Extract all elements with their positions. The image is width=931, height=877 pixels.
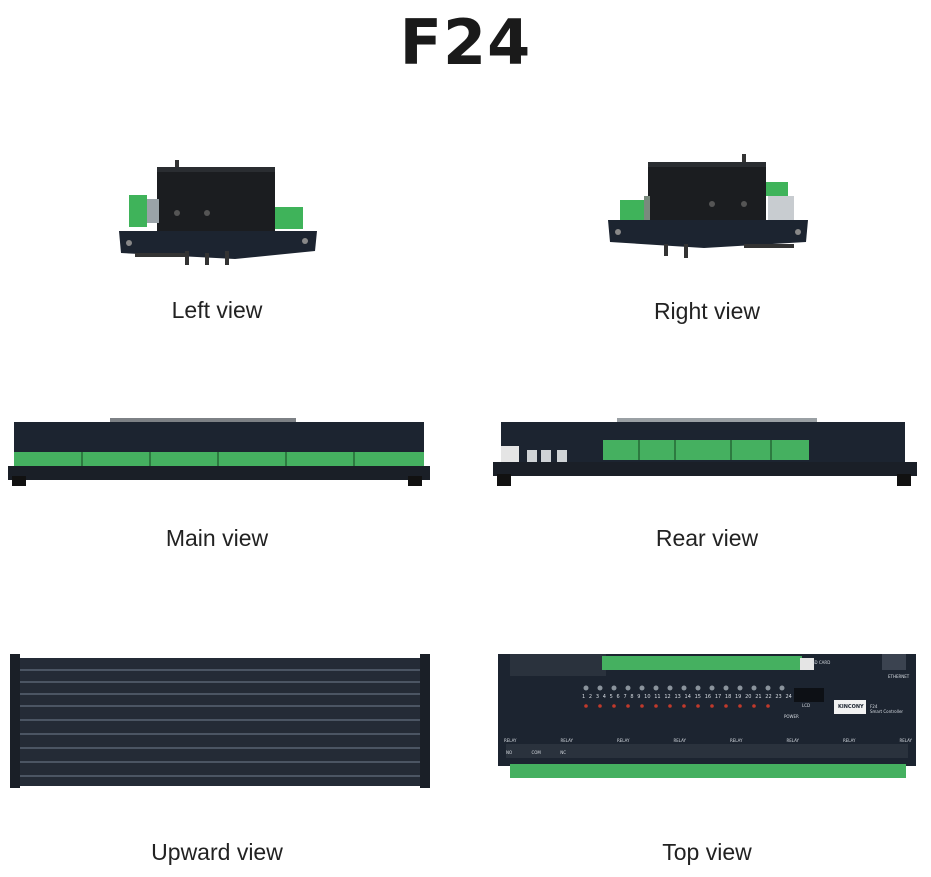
- relay-label-row: RELAY RELAY RELAY RELAY RELAY RELAY RELA…: [504, 738, 912, 743]
- power-label: POWER: [784, 714, 799, 719]
- relay-label: RELAY: [730, 738, 743, 743]
- channel-number: 2: [588, 694, 593, 700]
- channel-number: 14: [684, 694, 691, 700]
- channel-number: 21: [755, 694, 762, 700]
- channel-number: 5: [609, 694, 613, 700]
- top-view-caption: Top view: [662, 839, 752, 865]
- contact-label: COM: [531, 750, 541, 755]
- channel-number: 7: [623, 694, 627, 700]
- channel-number: 8: [630, 694, 634, 700]
- channel-number: 23: [775, 694, 782, 700]
- main-view-caption: Main view: [165, 525, 269, 551]
- model-label: F24: [870, 704, 878, 709]
- relay-label: RELAY: [786, 738, 800, 743]
- page-title: F24: [399, 6, 532, 79]
- channel-number: 11: [654, 694, 661, 700]
- relay-label: RELAY: [504, 738, 517, 743]
- channel-number: 15: [694, 694, 701, 700]
- left-view-photo: [115, 155, 320, 270]
- contact-label: NO: [506, 750, 513, 755]
- right-view-caption: Right view: [653, 298, 761, 324]
- upward-view-caption: Upward view: [151, 839, 283, 865]
- channel-number: 19: [735, 694, 742, 700]
- rear-view-caption: Rear view: [655, 525, 759, 551]
- channel-number: 10: [644, 694, 651, 700]
- main-view-photo: [6, 416, 432, 492]
- channel-number: 4: [602, 694, 606, 700]
- left-view-caption: Left view: [171, 297, 263, 323]
- channel-number: 9: [637, 694, 641, 700]
- channel-number: 18: [724, 694, 732, 700]
- relay-label: RELAY: [899, 738, 913, 743]
- channel-number: 16: [704, 694, 712, 700]
- channel-number: 12: [664, 694, 671, 700]
- relay-label: RELAY: [843, 738, 856, 743]
- relay-label: RELAY: [617, 738, 630, 743]
- lcd-label: LCD: [802, 703, 811, 708]
- top-panel-labels: SD CARD ETHERNET LCD POWER KINCONY F24 S…: [496, 650, 920, 784]
- sd-card-label: SD CARD: [812, 660, 831, 665]
- indicator-leds: [583, 685, 785, 691]
- channel-number: 22: [765, 694, 772, 700]
- channel-number: 24: [785, 694, 792, 700]
- channel-number-row: 1 2 3 4 5 6 7 8 9 10 11 12 13 14 15 16 1…: [582, 694, 792, 700]
- right-view-photo: [604, 150, 810, 262]
- channel-number: 20: [745, 694, 752, 700]
- contact-label-row: NO COM NC: [506, 750, 566, 755]
- top-view-photo: [496, 650, 920, 784]
- channel-number: 6: [616, 694, 620, 700]
- rear-view-photo: [491, 416, 919, 494]
- channel-number: 17: [714, 694, 722, 700]
- ethernet-label: ETHERNET: [888, 674, 910, 679]
- contact-label: NC: [560, 750, 566, 755]
- relay-label: RELAY: [673, 738, 687, 743]
- channel-number: 1: [582, 694, 586, 700]
- relay-label: RELAY: [560, 738, 574, 743]
- upward-view-photo: [8, 652, 432, 792]
- channel-number: 13: [674, 694, 681, 700]
- subtitle-label: Smart Controller: [870, 709, 904, 714]
- channel-number: 3: [595, 694, 599, 700]
- brand-label: KINCONY: [838, 704, 864, 710]
